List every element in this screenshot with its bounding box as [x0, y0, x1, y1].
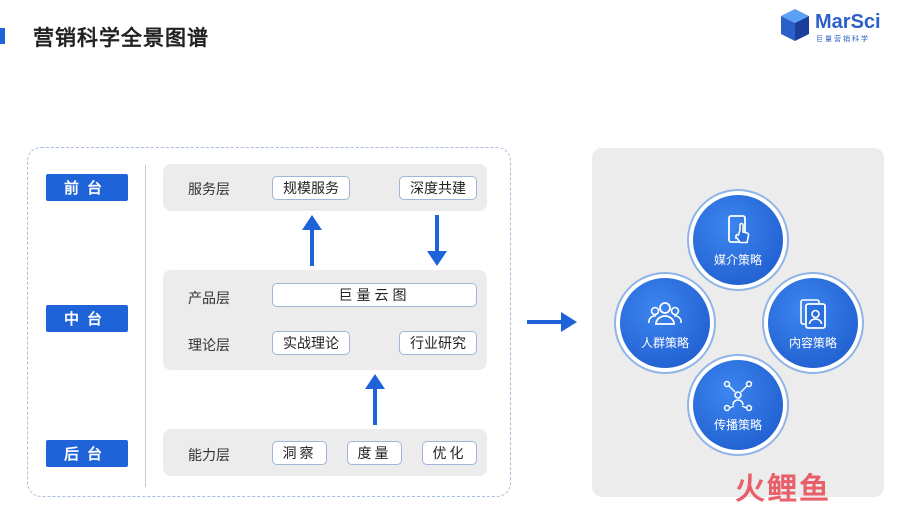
strategy-label: 人群策略 [640, 335, 689, 350]
strategy-label: 媒介策略 [713, 252, 762, 267]
product-layer-name: 产品层 [188, 291, 230, 307]
page-title: 营销科学全景图谱 [33, 26, 209, 50]
logo-subtitle: 巨量营销科学 [816, 35, 870, 43]
architecture-panel [27, 147, 511, 497]
strategy-content: 内容策略 [768, 278, 858, 368]
tier-middle: 中台 [46, 305, 128, 332]
arrow-up-icon [302, 215, 322, 266]
strategy-label: 内容策略 [788, 335, 837, 350]
logo-name: MarSci [815, 11, 881, 33]
tier-back: 后台 [46, 440, 128, 467]
pill-industry-research: 行业研究 [399, 331, 477, 355]
phone-touch-icon [728, 214, 750, 243]
pill-measure: 度量 [347, 441, 402, 465]
tier-front: 前台 [46, 174, 128, 201]
pill-optimize: 优化 [422, 441, 477, 465]
capability-layer-name: 能力层 [188, 448, 230, 464]
document-profile-icon [800, 298, 826, 329]
cube-logo-icon [781, 9, 809, 41]
arrow-up-icon [365, 374, 385, 425]
strategy-media: 媒介策略 [693, 195, 783, 285]
tier-divider [145, 165, 146, 487]
theory-layer-name: 理论层 [188, 338, 230, 354]
arrow-down-icon [427, 215, 447, 266]
pill-practical-theory: 实战理论 [272, 331, 350, 355]
title-accent-bar [0, 28, 5, 44]
network-spread-icon [723, 380, 753, 411]
pill-insight: 洞察 [272, 441, 327, 465]
pill-scale-service: 规模服务 [272, 176, 350, 200]
strategy-label: 传播策略 [713, 417, 762, 432]
pill-deep-cobuild: 深度共建 [399, 176, 477, 200]
strategy-audience: 人群策略 [620, 278, 710, 368]
arrow-right-icon [527, 312, 577, 332]
marsci-logo: MarSci 巨量营销科学 [779, 7, 899, 47]
strategy-propagation: 传播策略 [693, 360, 783, 450]
pill-ocean-cloud: 巨量云图 [272, 283, 477, 307]
service-layer-name: 服务层 [188, 182, 230, 198]
people-group-icon [648, 301, 682, 325]
watermark-logo: 火鲤鱼 [735, 472, 831, 507]
